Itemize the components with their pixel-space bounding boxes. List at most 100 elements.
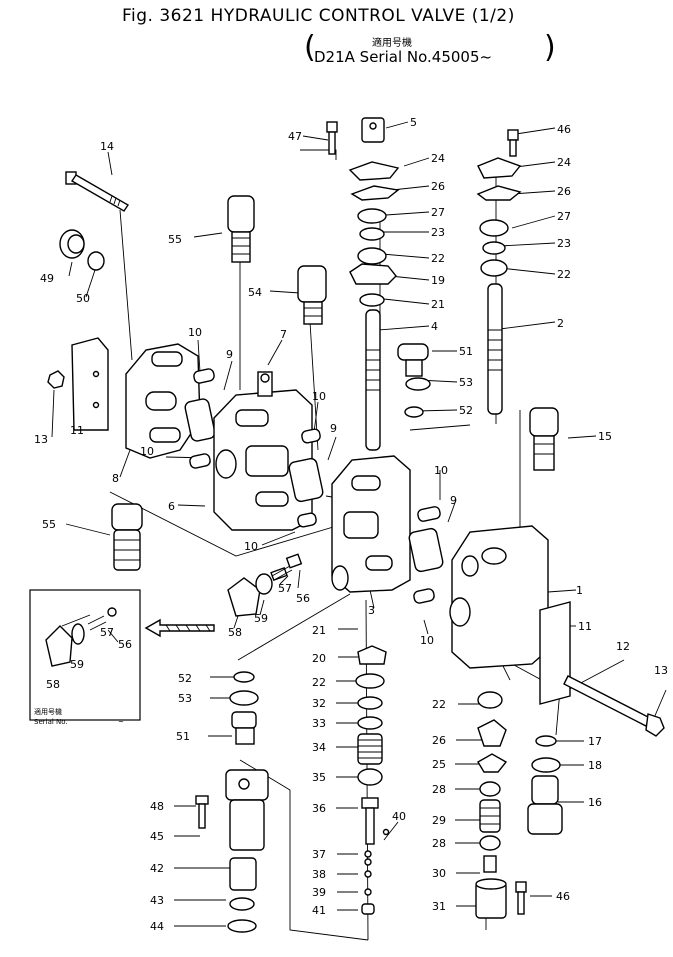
part-number-label: 43 [150, 894, 164, 907]
seal-10e [297, 512, 317, 528]
part-number-label: 50 [76, 292, 90, 305]
part-number-label: 9 [450, 494, 457, 507]
part-number-label: 56 [118, 638, 132, 651]
part-number-label: 57 [278, 582, 292, 595]
part-number-label: 32 [312, 697, 326, 710]
open-paren: ( [304, 30, 316, 65]
part-number-label: 29 [432, 814, 446, 827]
part-number-label: 51 [459, 345, 473, 358]
part-number-label: 9 [226, 348, 233, 361]
part-number-label: 46 [556, 890, 570, 903]
spool-column-4 [326, 117, 400, 451]
end-plate-8 [125, 343, 201, 459]
spool-column-2 [476, 129, 522, 415]
o-ring-53a [405, 377, 431, 391]
part-number-label: 52 [459, 404, 473, 417]
seal-9a [184, 398, 216, 442]
part-number-label: 10 [434, 464, 448, 477]
o-ring-52a [404, 406, 424, 418]
part-number-label: 53 [178, 692, 192, 705]
part-number-label: 21 [431, 298, 445, 311]
part-number-label: 26 [431, 180, 445, 193]
part-number-label: 6 [168, 500, 175, 513]
part-number-label: 58 [46, 678, 60, 691]
inset-serial: Serial No. [34, 718, 68, 726]
subtitle-japanese: 適用号機 [372, 38, 412, 49]
part-number-label: 46 [557, 123, 571, 136]
part-number-label: 37 [312, 848, 326, 861]
part-number-label: 54 [248, 286, 262, 299]
part-number-label: 10 [420, 634, 434, 647]
relief-valve-16 [527, 775, 563, 835]
part-number-label: 24 [557, 156, 571, 169]
seal-9c [408, 527, 444, 573]
part-number-label: 22 [432, 698, 446, 711]
part-number-label: 48 [150, 800, 164, 813]
valve-section-3 [331, 455, 411, 593]
part-number-label: 22 [312, 676, 326, 689]
part-number-label: 30 [432, 867, 446, 880]
part-number-label: 53 [459, 376, 473, 389]
part-number-label: 20 [312, 652, 326, 665]
inset-tilde: ~ [118, 718, 124, 726]
center-stack [355, 645, 390, 915]
part-number-label: 47 [288, 130, 302, 143]
part-number-label: 18 [588, 759, 602, 772]
part-number-label: 28 [432, 783, 446, 796]
part-number-label: 22 [557, 268, 571, 281]
part-number-label: 27 [557, 210, 571, 223]
part-number-label: 57 [100, 626, 114, 639]
plug-49 [59, 229, 85, 259]
part-number-label: 10 [140, 445, 154, 458]
seal-10f [413, 588, 435, 604]
part-number-label: 26 [432, 734, 446, 747]
part-number-label: 7 [280, 328, 287, 341]
part-number-label: 35 [312, 771, 326, 784]
relief-valve-55a [227, 195, 255, 263]
part-number-label: 10 [312, 390, 326, 403]
bolt-14 [65, 171, 129, 212]
direction-arrow [144, 618, 215, 638]
part-number-label: 10 [244, 540, 258, 553]
relief-valve-15 [529, 407, 559, 471]
part-number-label: 2 [557, 317, 564, 330]
part-number-label: 23 [431, 226, 445, 239]
inset-box [29, 589, 141, 721]
valve-body-1 [449, 525, 549, 669]
part-number-label: 55 [168, 233, 182, 246]
seal-10b [301, 428, 321, 444]
part-number-label: 23 [557, 237, 571, 250]
part-number-label: 3 [368, 604, 375, 617]
part-number-label: 44 [150, 920, 164, 933]
part-number-label: 28 [432, 837, 446, 850]
part-number-label: 38 [312, 868, 326, 881]
lower-left-stack [195, 671, 269, 933]
part-number-label: 26 [557, 185, 571, 198]
part-number-label: 45 [150, 830, 164, 843]
inset-japanese: 適用号機 [34, 707, 62, 716]
plug-51a [397, 343, 429, 377]
part-number-label: 4 [431, 320, 438, 333]
part-number-label: 16 [588, 796, 602, 809]
part-number-label: 17 [588, 735, 602, 748]
part-number-label: 58 [228, 626, 242, 639]
part-number-label: 59 [254, 612, 268, 625]
close-paren: ) [544, 30, 556, 65]
seal-10d [417, 506, 441, 522]
nut-13 [47, 370, 65, 389]
relief-valve-55b [111, 503, 143, 571]
part-number-label: 40 [392, 810, 406, 823]
o-ring-17 [535, 735, 557, 747]
part-number-label: 41 [312, 904, 326, 917]
part-number-label: 9 [330, 422, 337, 435]
seal-10c [189, 453, 211, 469]
part-number-label: 55 [42, 518, 56, 531]
relief-valve-54 [297, 265, 327, 325]
part-number-label: 13 [654, 664, 668, 677]
part-number-label: 27 [431, 206, 445, 219]
part-number-label: 25 [432, 758, 446, 771]
part-number-label: 22 [431, 252, 445, 265]
part-number-label: 10 [188, 326, 202, 339]
part-number-label: 1 [576, 584, 583, 597]
